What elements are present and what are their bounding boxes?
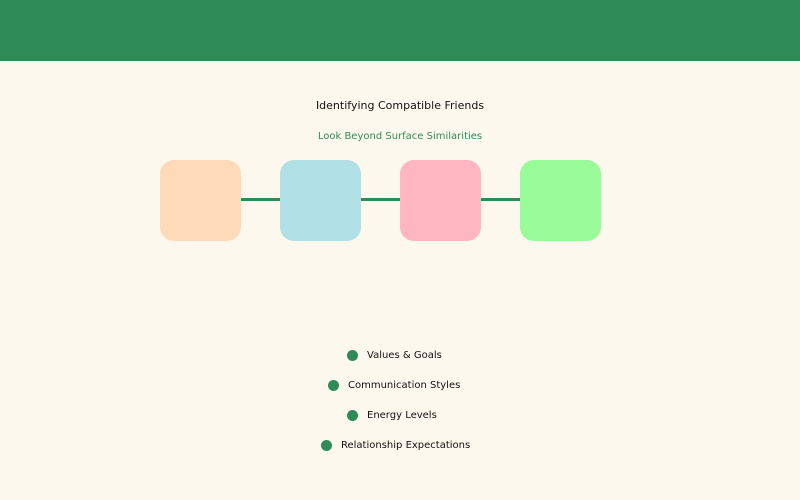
step-box-3 xyxy=(400,160,481,241)
step-box-1 xyxy=(160,160,241,241)
page-subtitle: Look Beyond Surface Similarities xyxy=(317,131,483,142)
connector-line-3 xyxy=(480,198,520,201)
connector-line-2 xyxy=(360,198,400,201)
connector-line-1 xyxy=(240,198,280,201)
factor-label: Relationship Expectations xyxy=(341,440,471,451)
bullet-dot-icon xyxy=(328,380,339,391)
header-bar xyxy=(0,0,800,61)
step-box-2 xyxy=(280,160,361,241)
page-title: Identifying Compatible Friends xyxy=(315,99,485,112)
bullet-dot-icon xyxy=(321,440,332,451)
bullet-dot-icon xyxy=(347,350,358,361)
step-box-4 xyxy=(520,160,601,241)
factor-label: Communication Styles xyxy=(348,380,461,391)
bullet-dot-icon xyxy=(347,410,358,421)
factor-label: Values & Goals xyxy=(367,350,442,361)
factor-label: Energy Levels xyxy=(367,410,437,421)
